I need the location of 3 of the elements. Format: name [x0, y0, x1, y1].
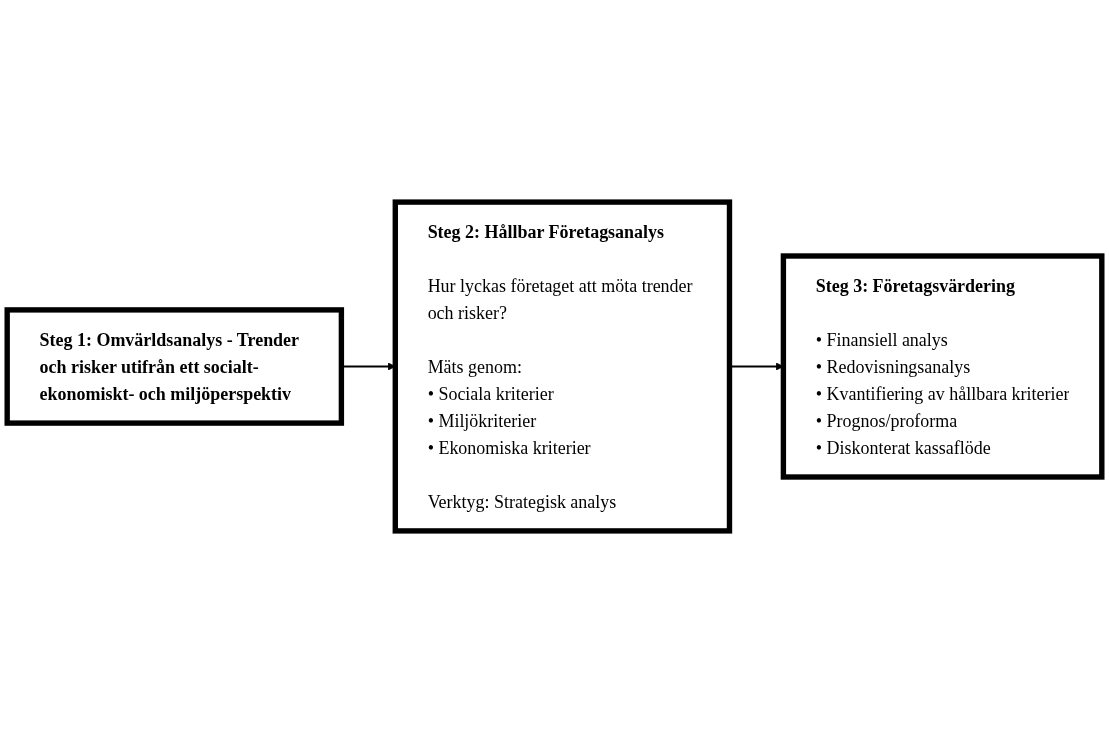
node-box: Steg 1: Omvärldsanalys - Trender och risker utifrån ett socialt- ekonomiskt- och miljöperspektiv: [4, 307, 345, 426]
node-box: Steg 2: Hållbar Företagsanalys Hur lyckas företaget att möta trender och risker? Mäts genom: • Sociala kriterier • Miljökriterier • Ekonomiska kriterier Verktyg: Strategisk analys: [392, 199, 733, 534]
node-box: Steg 3: Företagsvärdering • Finansiell analys • Redovisningsanalys • Kvantifiering av hållbara kriterier • Prognos/proforma • Diskonterat kassaflöde: [780, 253, 1105, 480]
